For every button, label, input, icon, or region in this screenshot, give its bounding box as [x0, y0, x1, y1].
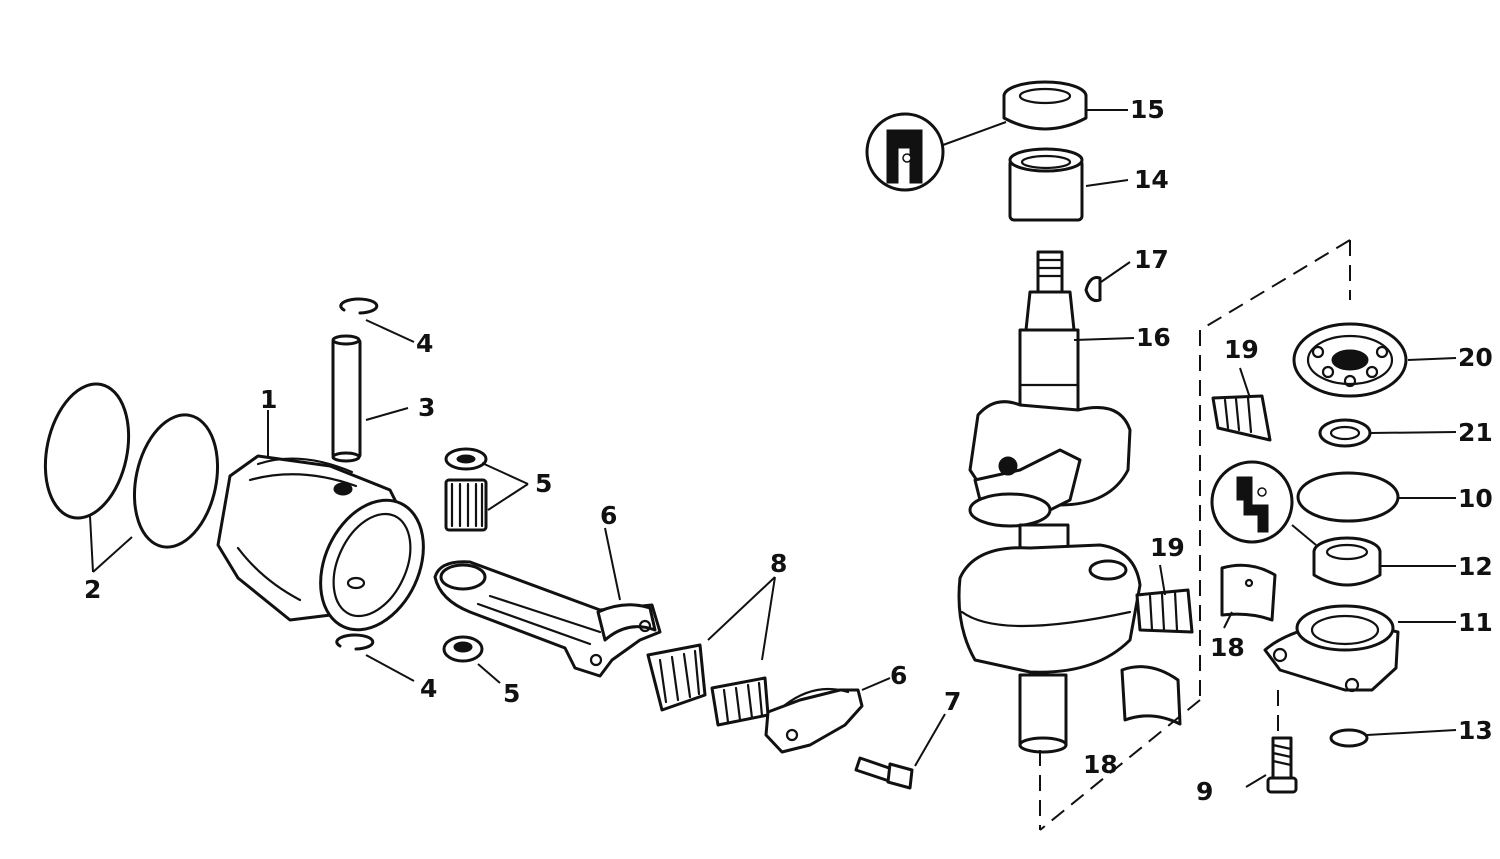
piston-rings [43, 382, 220, 549]
rod-bolt [854, 756, 914, 790]
label-part-4-bottom: 4 [420, 674, 437, 703]
rod-needle-bearings [646, 643, 770, 727]
label-part-5-top: 5 [535, 469, 552, 498]
label-part-19-lower: 19 [1150, 533, 1185, 562]
connecting-rod [433, 560, 662, 678]
label-part-10: 10 [1458, 484, 1493, 513]
label-part-9: 9 [1196, 777, 1213, 806]
piston-pin [331, 334, 362, 463]
main-bearing-halves [1120, 394, 1277, 726]
crankshaft [957, 250, 1142, 754]
label-part-11: 11 [1458, 608, 1493, 637]
label-part-20: 20 [1458, 343, 1493, 372]
label-part-21: 21 [1458, 418, 1493, 447]
label-part-5-bottom: 5 [503, 679, 520, 708]
ball-bearing [1292, 322, 1408, 398]
washer [1329, 728, 1369, 748]
label-part-6-cap: 6 [890, 661, 907, 690]
label-part-4-top: 4 [416, 329, 433, 358]
housing-bolt [1266, 736, 1298, 794]
label-part-15: 15 [1130, 95, 1165, 124]
label-part-14: 14 [1134, 165, 1169, 194]
piston [216, 454, 425, 632]
upper-needle-bearing [1008, 147, 1084, 222]
label-part-17: 17 [1134, 245, 1169, 274]
label-part-8: 8 [770, 549, 787, 578]
lower-bearing-housing [1263, 604, 1400, 693]
label-part-13: 13 [1458, 716, 1493, 745]
label-part-16: 16 [1136, 323, 1171, 352]
label-part-6-rod: 6 [600, 501, 617, 530]
alignment-lines [1039, 239, 1351, 831]
label-part-1: 1 [260, 385, 277, 414]
retaining-ring [1318, 418, 1372, 448]
o-ring [1296, 471, 1400, 523]
lower-seal [1210, 460, 1382, 587]
part-labels: 2 1 3 4 4 5 5 6 8 6 7 9 15 14 17 16 19 1… [84, 95, 1493, 806]
woodruff-key [1084, 276, 1102, 302]
label-part-2: 2 [84, 575, 101, 604]
label-part-7: 7 [944, 687, 961, 716]
upper-seal [865, 80, 1088, 192]
piston-pin-clips [335, 297, 379, 651]
label-part-18-left: 18 [1083, 750, 1118, 779]
label-part-19-upper: 19 [1224, 335, 1259, 364]
label-part-18-right: 18 [1210, 633, 1245, 662]
label-part-12: 12 [1458, 552, 1493, 581]
rod-cap [764, 687, 864, 754]
label-part-3: 3 [418, 393, 435, 422]
wrist-pin-bearing-set [442, 447, 488, 663]
leader-lines [89, 109, 1457, 788]
